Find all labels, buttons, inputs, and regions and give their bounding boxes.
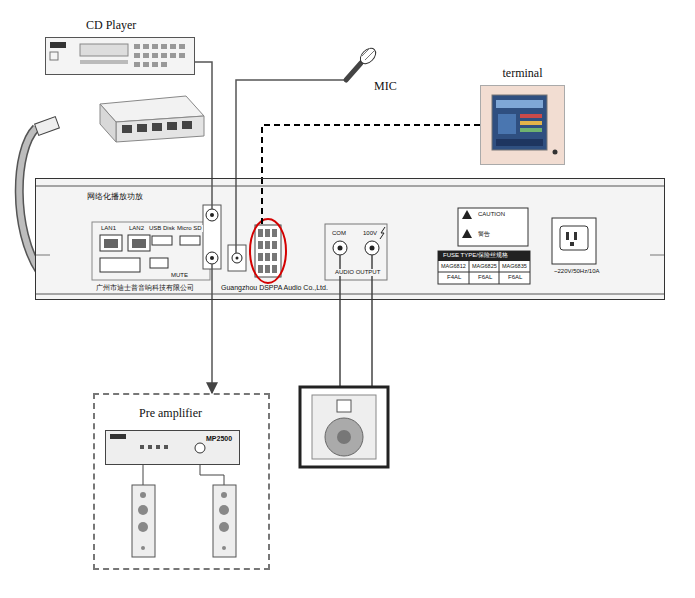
panel-label: 广州市迪士普音响科技有限公司 [95,284,195,292]
signal-wire [195,62,212,178]
panel-label: AUDIO OUTPUT [334,269,381,276]
terminal-panel: terminal [480,85,565,165]
node-title: CD Player [86,19,136,33]
microphone [336,45,379,80]
panel-label: COM [331,230,347,237]
node-title: MP2500 [206,435,232,443]
panel-label: MAG6835 [501,263,528,269]
signal-wire [262,125,480,178]
panel-label: LAN2 [128,225,145,232]
pre-amplifier-unit: MP2500 [105,430,240,465]
panel-label: F6AL [507,274,523,281]
panel-label: USB Disk [148,225,176,232]
network-switch [100,96,204,142]
node-title: Pre amplifier [139,407,202,421]
panel-label: LAN1 [100,225,117,232]
cd-player-art [45,37,195,75]
panel-label: F4AL [446,274,462,281]
node-title: terminal [481,67,564,81]
speaker [300,387,388,467]
cd-player: CD Player [45,37,195,75]
amplifier-rear-panel: 网络化播放功放 [35,178,665,300]
panel-label: 100V [362,230,378,237]
panel-label: MUTE [170,272,189,279]
signal-wire [236,80,336,178]
panel-label: Guangzhou DSPPA Audio Co.,Ltd. [220,284,329,292]
amplifier-panel-art [35,178,665,387]
node-title: 网络化播放功放 [86,192,144,201]
panel-label: 警告 [477,231,491,238]
panel-label: FUSE TYPE/保险丝规格 [442,252,509,259]
pre-amplifier-art [105,430,240,557]
signal-wire [211,300,213,393]
node-title: MIC [374,80,397,94]
microphone-node: MIC [336,46,406,94]
panel-label: MAG6825 [471,263,498,269]
panel-label: F6AL [477,274,493,281]
terminal-art [480,85,565,165]
pre-amplifier-group: Pre amplifierMP2500 [93,393,270,570]
panel-label: CAUTION [477,211,506,218]
panel-label: ~220V/50Hz/10A [553,268,601,275]
panel-label: MAG6812 [440,263,467,269]
panel-label: Micro SD [176,225,203,232]
